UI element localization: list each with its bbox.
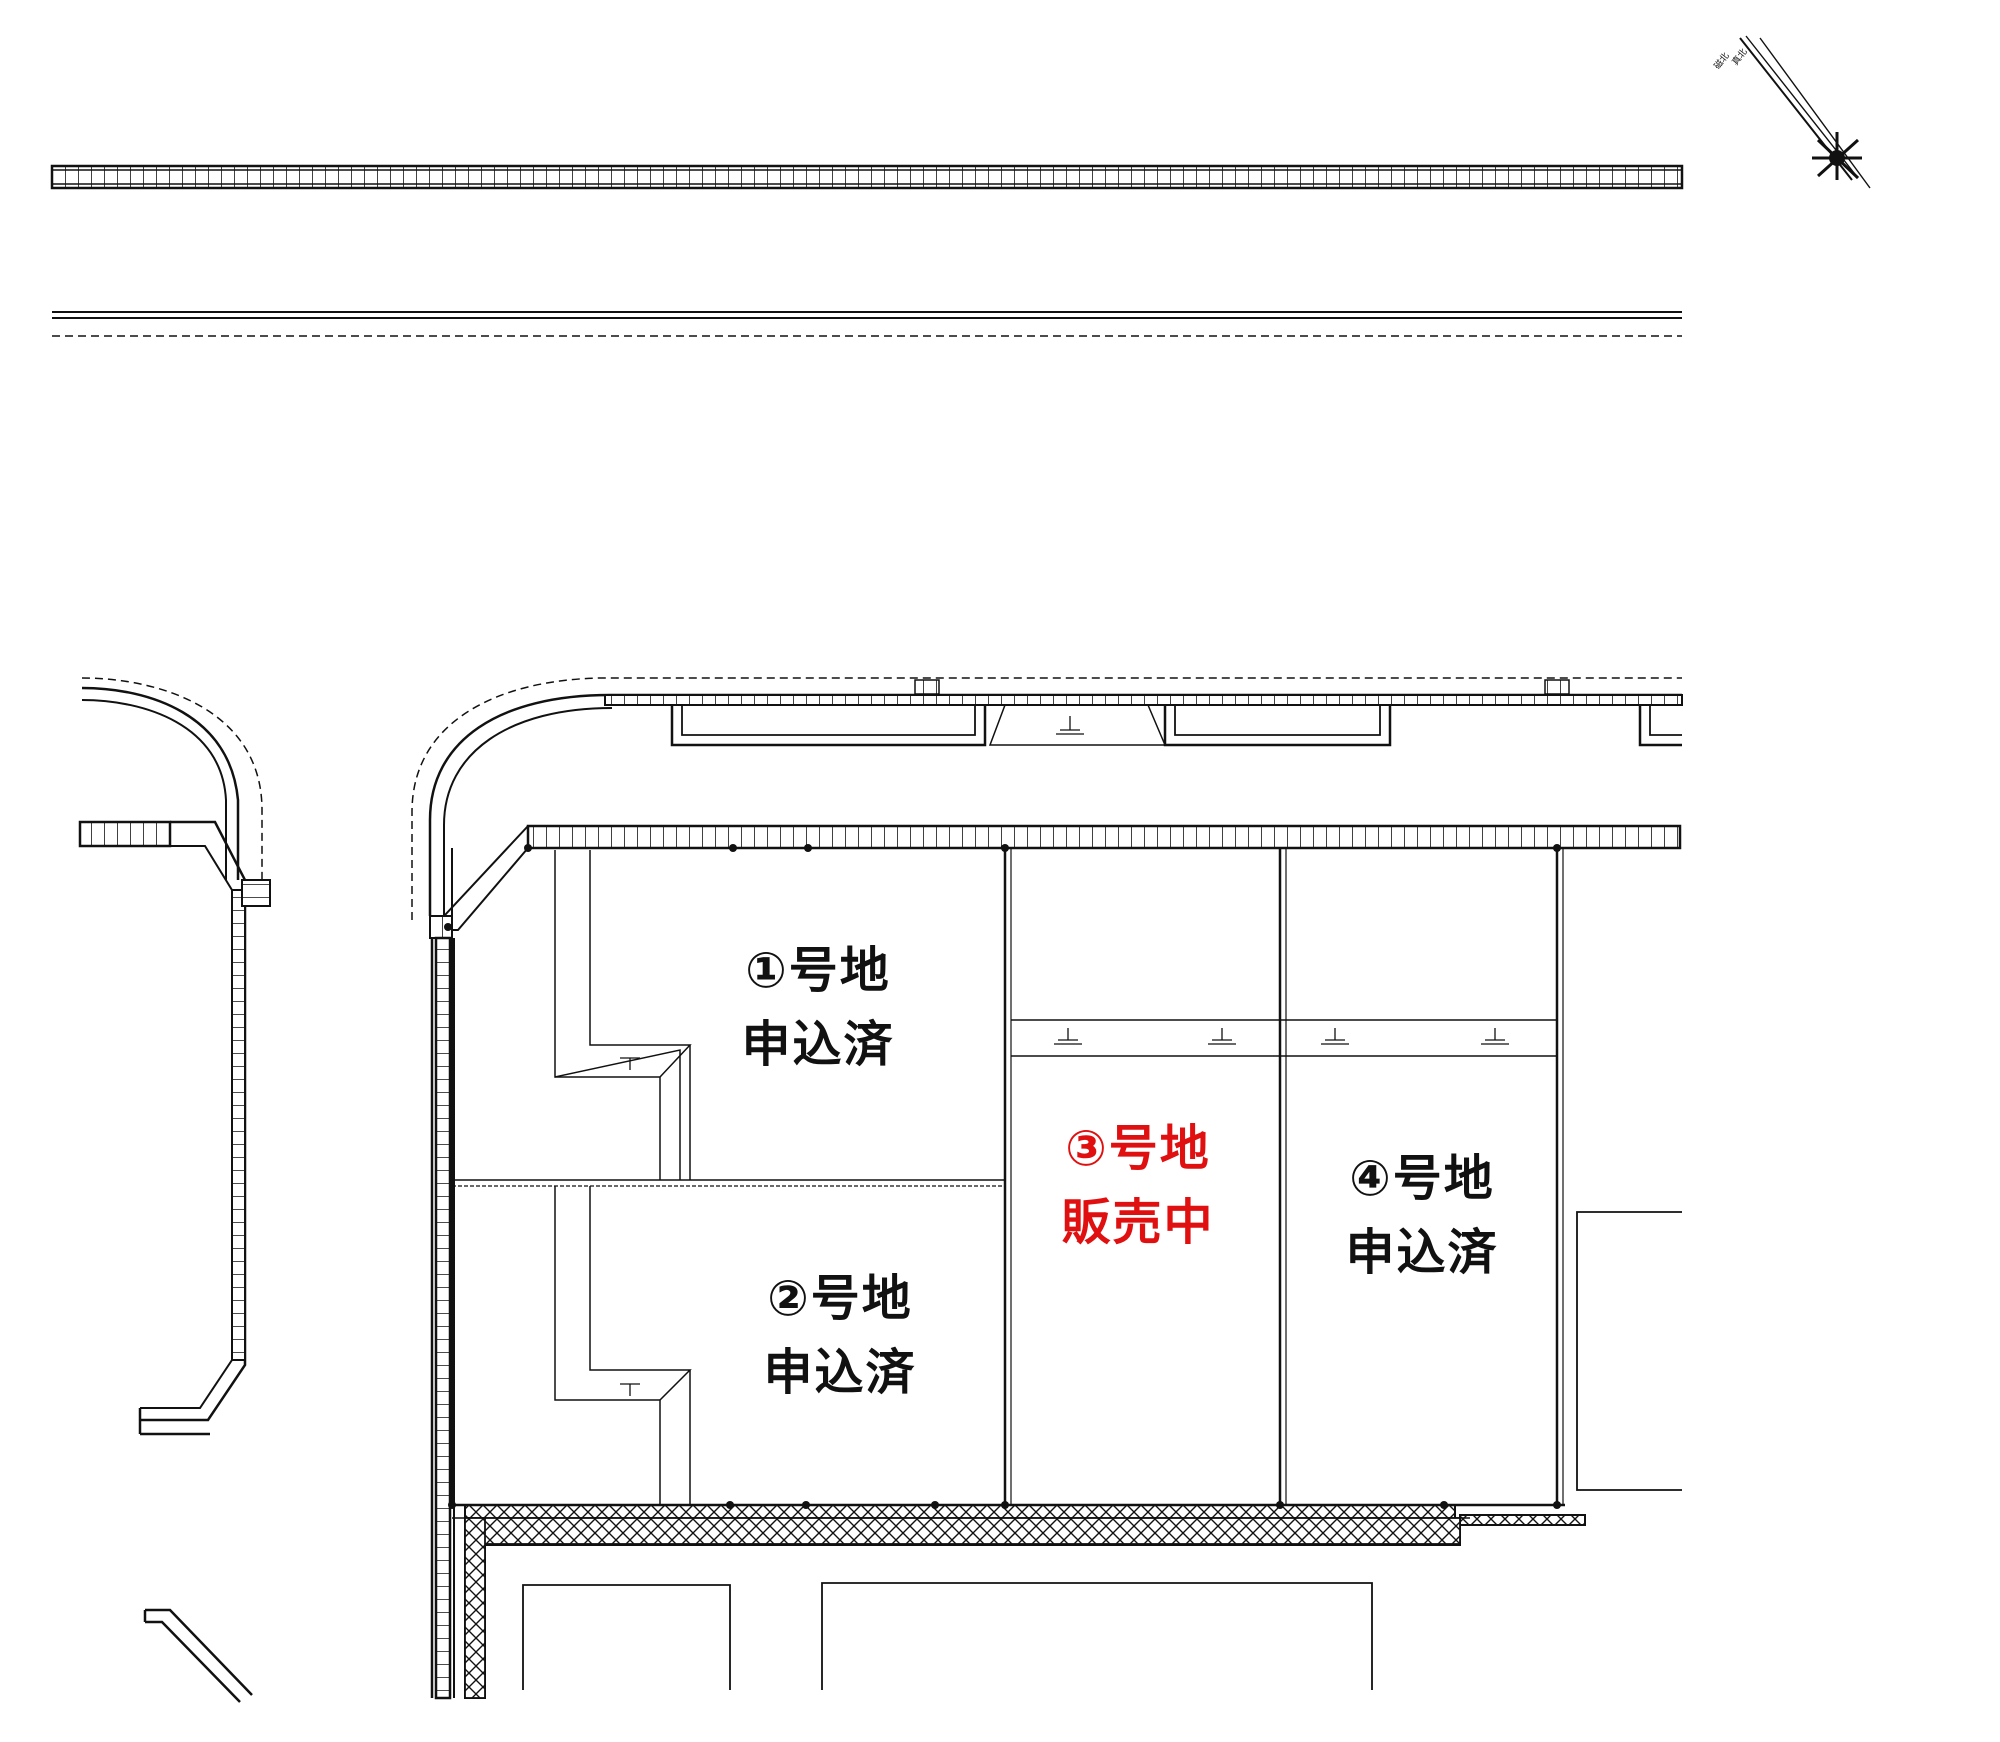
survey-points [444,844,1561,1509]
lot-boundaries [451,848,1682,1505]
left-road [78,677,271,1703]
benchmark-icons [620,716,1509,1396]
west-road [430,936,455,1700]
lot-3-number: ③号地 [1065,1120,1211,1177]
lot-2-status: 申込済 [763,1344,917,1401]
lot-4-number: ④号地 [1349,1150,1495,1207]
lot-1-status: 申込済 [741,1016,895,1073]
lot-2-label[interactable]: ②号地 申込済 [763,1262,916,1410]
north-road [411,677,1683,939]
lot-3-status: 販売中 [1061,1194,1215,1251]
lot-1-label[interactable]: ①号地 申込済 [741,934,894,1082]
north-arrow-icon [1739,35,1871,189]
lot-2-number: ②号地 [767,1270,913,1327]
lot-1-number: ①号地 [745,942,891,999]
top-road [50,164,1684,337]
south-wall [452,1503,1586,1699]
lot-4-status: 申込済 [1345,1224,1499,1281]
lot-4-label[interactable]: ④号地 申込済 [1345,1142,1498,1290]
lot-3-label[interactable]: ③号地 販売中 [1061,1112,1214,1260]
